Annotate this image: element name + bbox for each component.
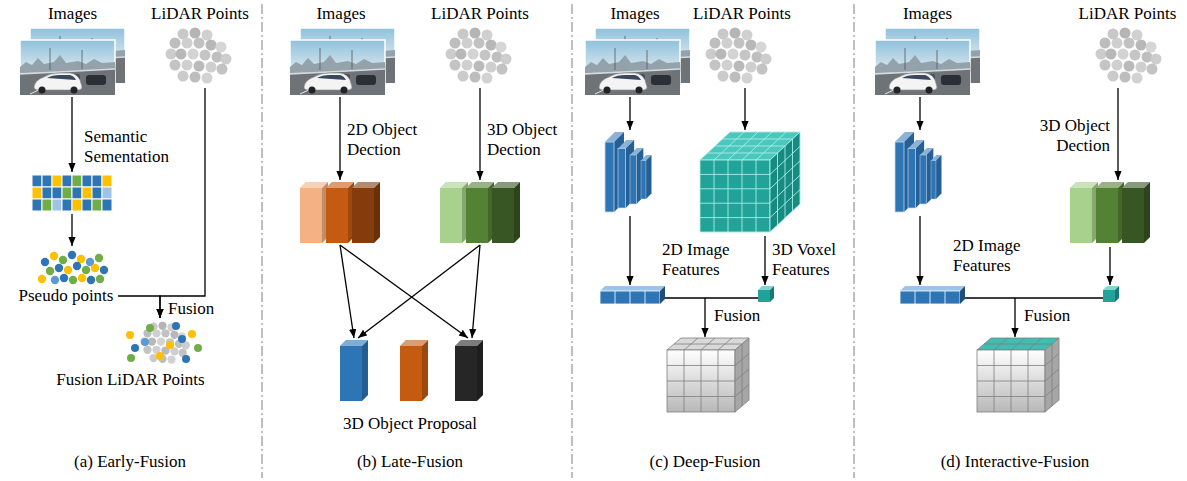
panel-caption: (b) Late-Fusion (357, 452, 463, 472)
fused-feature-cube (667, 338, 1059, 412)
feature-vector (600, 286, 1119, 304)
flow-arrow (1117, 88, 1118, 180)
voxel-cube (700, 132, 800, 232)
camera-images: Images (285, 4, 397, 97)
point-cloud (166, 28, 1162, 84)
lidar-points: LiDAR Points (690, 4, 794, 88)
node-text: 3D Voxel Features (772, 240, 848, 281)
panel-caption: (a) Early-Fusion (74, 452, 186, 472)
node-text: 2D Object Dection (347, 120, 431, 161)
node-text: LiDAR Points (1079, 4, 1177, 24)
fused-point-cloud: Fusion LiDAR Points (48, 318, 213, 390)
feature-layers: 2D Image Features (603, 130, 663, 216)
node-text: 3D Object Dection (487, 120, 571, 161)
panel-caption: (d) Interactive-Fusion (941, 452, 1090, 472)
panel-caption: (c) Deep-Fusion (650, 452, 761, 472)
flow-arrow (472, 245, 480, 338)
feature-layers: 2D Image Features (893, 130, 953, 216)
flow-arrow (339, 97, 340, 180)
voxel-grid: 3D Voxel Features (698, 130, 802, 234)
node-text: 2D Image Features (953, 236, 1029, 277)
flow-arrow (118, 296, 160, 318)
pseudo-points: Pseudo points (14, 246, 118, 306)
camera-photo (20, 28, 980, 95)
proposal-slabs (340, 340, 483, 401)
node-text: Images (48, 4, 97, 24)
detection-stack: 3D Object Dection (1068, 180, 1152, 245)
node-text: LiDAR Points (431, 4, 529, 24)
detection-stack: 3D Object Dection (438, 180, 522, 245)
lidar-points: LiDAR Points (428, 4, 532, 88)
node-text: Fusion LiDAR Points (56, 370, 204, 390)
camera-images: Images (580, 4, 690, 97)
step-label: Semantic Sementation (84, 127, 188, 168)
proposal-stack: 3D Object Proposal (335, 338, 485, 434)
camera-images: Images (870, 4, 985, 97)
node-text: Images (903, 4, 952, 24)
camera-images: Images (15, 4, 130, 97)
fused-cloud-dots (126, 322, 202, 364)
node-text: 3D Object Proposal (343, 414, 477, 434)
node-text: Images (610, 4, 659, 24)
flow-arrow (919, 97, 920, 130)
flow-arrow (744, 88, 745, 130)
fusion-label: Fusion (1024, 306, 1070, 326)
fusion-label: Fusion (168, 299, 214, 319)
fusion-label: Fusion (714, 306, 760, 326)
segmentation-grid (32, 175, 112, 211)
node-text: LiDAR Points (151, 4, 249, 24)
flow-arrow (629, 97, 630, 130)
panel-separator (262, 4, 854, 478)
node-text: 2D Image Features (662, 240, 738, 281)
node-text: LiDAR Points (693, 4, 791, 24)
flow-arrow (358, 245, 480, 338)
flow-arrow (340, 245, 354, 338)
lidar-points: LiDAR Points (1075, 4, 1180, 88)
detection-stack: 2D Object Dection (298, 180, 382, 245)
flow-arrow (160, 88, 205, 318)
flow-arrow (72, 97, 1110, 337)
node-text: 3D Object Dection (1028, 116, 1110, 157)
node-text: Pseudo points (19, 286, 114, 306)
lidar-points: LiDAR Points (148, 4, 252, 88)
flow-arrow (340, 245, 468, 338)
flow-arrow (479, 88, 480, 180)
node-text: Images (316, 4, 365, 24)
pseudo-point-dots (38, 251, 108, 284)
